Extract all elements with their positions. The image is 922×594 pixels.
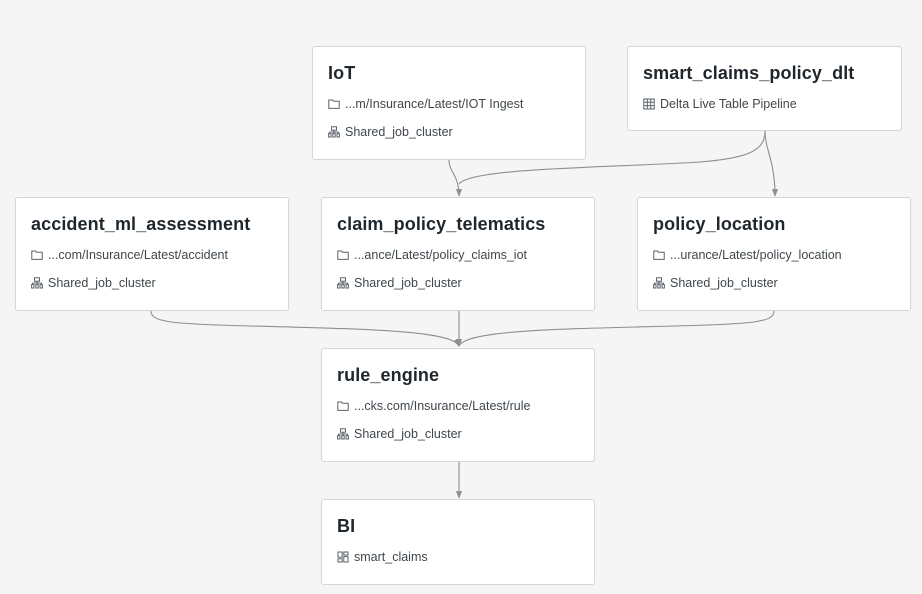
- cluster-icon: [328, 126, 340, 138]
- task-card-smart-claims-policy-dlt[interactable]: smart_claims_policy_dlt Delta Live Table…: [627, 46, 902, 131]
- edge-dlt-to-telematics: [458, 130, 766, 185]
- cluster-name: Shared_job_cluster: [354, 427, 462, 441]
- notebook-path-text: ...cks.com/Insurance/Latest/rule: [354, 399, 531, 413]
- dashboard-info: smart_claims: [337, 550, 428, 564]
- folder-icon: [328, 98, 340, 110]
- pipeline-type: Delta Live Table Pipeline: [643, 97, 797, 111]
- folder-icon: [31, 249, 43, 261]
- cluster-info: Shared_job_cluster: [337, 427, 462, 441]
- edge-accident-to-rule: [150, 310, 460, 347]
- task-card-rule-engine[interactable]: rule_engine ...cks.com/Insurance/Latest/…: [321, 348, 595, 462]
- edge-location-to-rule: [458, 310, 775, 347]
- task-title: accident_ml_assessment: [31, 214, 251, 234]
- table-icon: [643, 98, 655, 110]
- task-card-iot[interactable]: IoT ...m/Insurance/Latest/IOT Ingest Sha…: [312, 46, 586, 160]
- cluster-info: Shared_job_cluster: [31, 276, 156, 290]
- task-card-claim-policy-telematics[interactable]: claim_policy_telematics ...ance/Latest/p…: [321, 197, 595, 311]
- task-title: BI: [337, 516, 356, 536]
- task-card-accident-ml-assessment[interactable]: accident_ml_assessment ...com/Insurance/…: [15, 197, 289, 311]
- notebook-path: ...cks.com/Insurance/Latest/rule: [337, 399, 530, 413]
- notebook-path: ...ance/Latest/policy_claims_iot: [337, 248, 527, 262]
- task-title: policy_location: [653, 214, 786, 234]
- notebook-path: ...m/Insurance/Latest/IOT Ingest: [328, 97, 523, 111]
- task-card-policy-location[interactable]: policy_location ...urance/Latest/policy_…: [637, 197, 911, 311]
- folder-icon: [337, 249, 349, 261]
- cluster-name: Shared_job_cluster: [670, 276, 778, 290]
- dashboard-name: smart_claims: [354, 550, 428, 564]
- task-title: rule_engine: [337, 365, 440, 385]
- edge-dlt-to-location: [764, 130, 779, 197]
- cluster-name: Shared_job_cluster: [345, 125, 453, 139]
- cluster-icon: [31, 277, 43, 289]
- notebook-path-text: ...com/Insurance/Latest/accident: [48, 248, 228, 262]
- dashboard-icon: [337, 551, 349, 563]
- cluster-info: Shared_job_cluster: [337, 276, 462, 290]
- edge-iot-to-telematics: [448, 159, 463, 197]
- cluster-name: Shared_job_cluster: [354, 276, 462, 290]
- folder-icon: [653, 249, 665, 261]
- pipeline-type-text: Delta Live Table Pipeline: [660, 97, 797, 111]
- cluster-icon: [337, 428, 349, 440]
- cluster-info: Shared_job_cluster: [653, 276, 778, 290]
- notebook-path-text: ...ance/Latest/policy_claims_iot: [354, 248, 528, 262]
- cluster-icon: [653, 277, 665, 289]
- notebook-path-text: ...urance/Latest/policy_location: [670, 248, 842, 262]
- notebook-path: ...com/Insurance/Latest/accident: [31, 248, 228, 262]
- notebook-path: ...urance/Latest/policy_location: [653, 248, 842, 262]
- task-title: IoT: [328, 63, 356, 83]
- task-title: claim_policy_telematics: [337, 214, 546, 234]
- task-title: smart_claims_policy_dlt: [643, 63, 855, 83]
- notebook-path-text: ...m/Insurance/Latest/IOT Ingest: [345, 97, 524, 111]
- task-card-bi[interactable]: BI smart_claims: [321, 499, 595, 585]
- cluster-icon: [337, 277, 349, 289]
- folder-icon: [337, 400, 349, 412]
- cluster-name: Shared_job_cluster: [48, 276, 156, 290]
- cluster-info: Shared_job_cluster: [328, 125, 453, 139]
